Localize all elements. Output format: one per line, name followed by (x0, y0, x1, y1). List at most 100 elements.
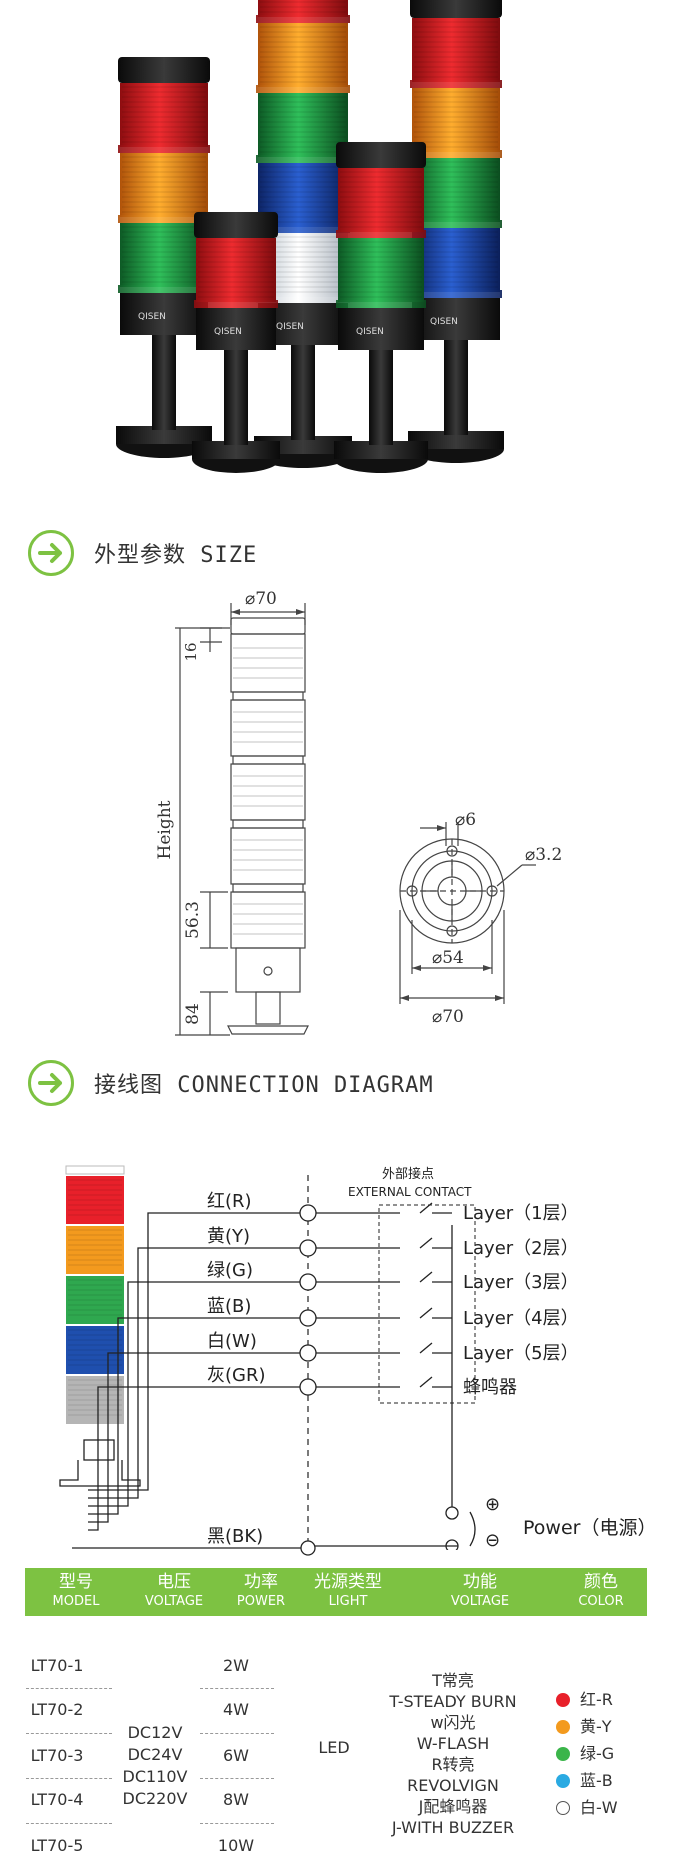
brand-label: QISEN (356, 327, 384, 337)
color-item: 绿-G (556, 1740, 666, 1767)
tower-layer (338, 168, 424, 232)
voltage-item: DC110V (122, 1767, 188, 1786)
brand-label: QISEN (138, 312, 166, 322)
diagram-tower-layer (66, 1276, 124, 1324)
external-contact-cn: 外部接点 (382, 1166, 434, 1182)
dim-screw-diameter: ⌀3.2 (525, 845, 562, 865)
function-item: W-FLASH (416, 1734, 490, 1753)
dim-hole-diameter: ⌀6 (455, 810, 476, 830)
wire-target: 蜂鸣器 (463, 1377, 517, 1398)
tower-layer (120, 83, 208, 147)
diagram-tower-layer (66, 1226, 124, 1274)
power-label: Power（电源） (523, 1517, 656, 1539)
dim-base-height: 84 (183, 1003, 203, 1025)
power-cell: 8W (223, 1790, 249, 1809)
tower-layer (258, 23, 348, 87)
color-dot-icon (556, 1773, 570, 1788)
tower-layer (196, 238, 276, 302)
wire-label: 红(R) (207, 1191, 252, 1212)
dim-top-diameter: ⌀70 (245, 590, 277, 609)
arrow-right-icon (28, 530, 74, 576)
color-dot-icon (556, 1800, 570, 1815)
function-item: REVOLVIGN (407, 1776, 499, 1795)
voltage-item: DC12V (127, 1723, 183, 1742)
dim-layer-height: 56.3 (183, 901, 203, 939)
brand-label: QISEN (276, 322, 304, 332)
row-divider (200, 1688, 274, 1689)
black-wire: 黑(BK) (72, 1526, 316, 1556)
wire-label: 灰(GR) (207, 1365, 266, 1386)
function-item: T-STEADY BURN (389, 1692, 517, 1711)
tower-cap (194, 212, 278, 238)
model-cell: LT70-4 (30, 1790, 84, 1809)
diagram-tower-layer (66, 1176, 124, 1224)
voltage-list: DC12V DC24V DC110V DC220V (110, 1722, 200, 1810)
connection-diagram: 红(R)黄(Y)绿(G)蓝(B)白(W)灰(GR) Layer（1层）Layer… (59, 1165, 656, 1550)
model-cell: LT70-3 (30, 1746, 84, 1765)
tower-layer (338, 238, 424, 302)
external-contact-en: EXTERNAL CONTACT (348, 1185, 472, 1199)
power-cell: 4W (223, 1700, 249, 1719)
function-item: J-WITH BUZZER (391, 1818, 515, 1837)
connection-section-header: 接线图 CONNECTION DIAGRAM (28, 1060, 434, 1106)
signal-tower: QISEN (254, 0, 352, 468)
wire-line (88, 1386, 400, 1531)
wire-target: Layer（3层） (463, 1272, 579, 1293)
row-divider (26, 1733, 112, 1734)
tower-layer (412, 88, 500, 152)
row-divider (200, 1778, 274, 1779)
terminal-node (299, 1204, 317, 1222)
color-item: 黄-Y (556, 1713, 666, 1740)
tower-layer (120, 153, 208, 217)
size-section-header: 外型参数 SIZE (28, 530, 257, 576)
dim-cap-height: 16 (182, 642, 200, 661)
power-cell: 6W (223, 1746, 249, 1765)
tower-layer (412, 18, 500, 82)
wire-target: Layer（2层） (463, 1238, 579, 1259)
color-dot-icon (556, 1692, 570, 1707)
terminal-node (299, 1344, 317, 1362)
power-cell: 10W (217, 1836, 255, 1855)
power-cell: 2W (223, 1656, 249, 1675)
color-item: 白-W (556, 1794, 666, 1821)
function-item: w闪光 (430, 1713, 476, 1732)
row-divider (26, 1823, 112, 1824)
terminal-node (299, 1239, 317, 1257)
function-item: J配蜂鸣器 (418, 1797, 488, 1816)
color-dot-icon (556, 1719, 570, 1734)
signal-tower: QISEN (192, 212, 280, 473)
tower-layer (258, 93, 348, 157)
black-wire-label: 黑(BK) (207, 1526, 263, 1547)
wire-label: 黄(Y) (207, 1226, 250, 1247)
dimension-drawing: ⌀70 16 Height 56.3 84 ⌀6 ⌀3.2 ⌀54 ⌀70 (155, 590, 562, 1036)
dim-height-label: Height (155, 800, 175, 859)
signal-tower: QISEN (116, 57, 212, 458)
arrow-right-icon (28, 1060, 74, 1106)
voltage-item: DC24V (127, 1745, 183, 1764)
wire-target: Layer（1层） (463, 1203, 579, 1224)
wire-line (88, 1247, 400, 1499)
row-divider (200, 1823, 274, 1824)
model-cell: LT70-1 (30, 1656, 84, 1675)
color-item: 红-R (556, 1686, 666, 1713)
wire-target: Layer（5层） (463, 1343, 579, 1364)
wire-line (88, 1317, 400, 1515)
terminal-node (299, 1378, 317, 1396)
wire-target: Layer（4层） (463, 1308, 579, 1329)
voltage-item: DC220V (122, 1789, 188, 1808)
light-type: LED (318, 1738, 350, 1757)
wire-label: 白(W) (207, 1331, 257, 1352)
tower-layer (120, 223, 208, 287)
terminal-node (299, 1273, 317, 1291)
row-divider (26, 1778, 112, 1779)
tower-cap (118, 57, 210, 83)
signal-tower: QISEN (408, 0, 504, 463)
